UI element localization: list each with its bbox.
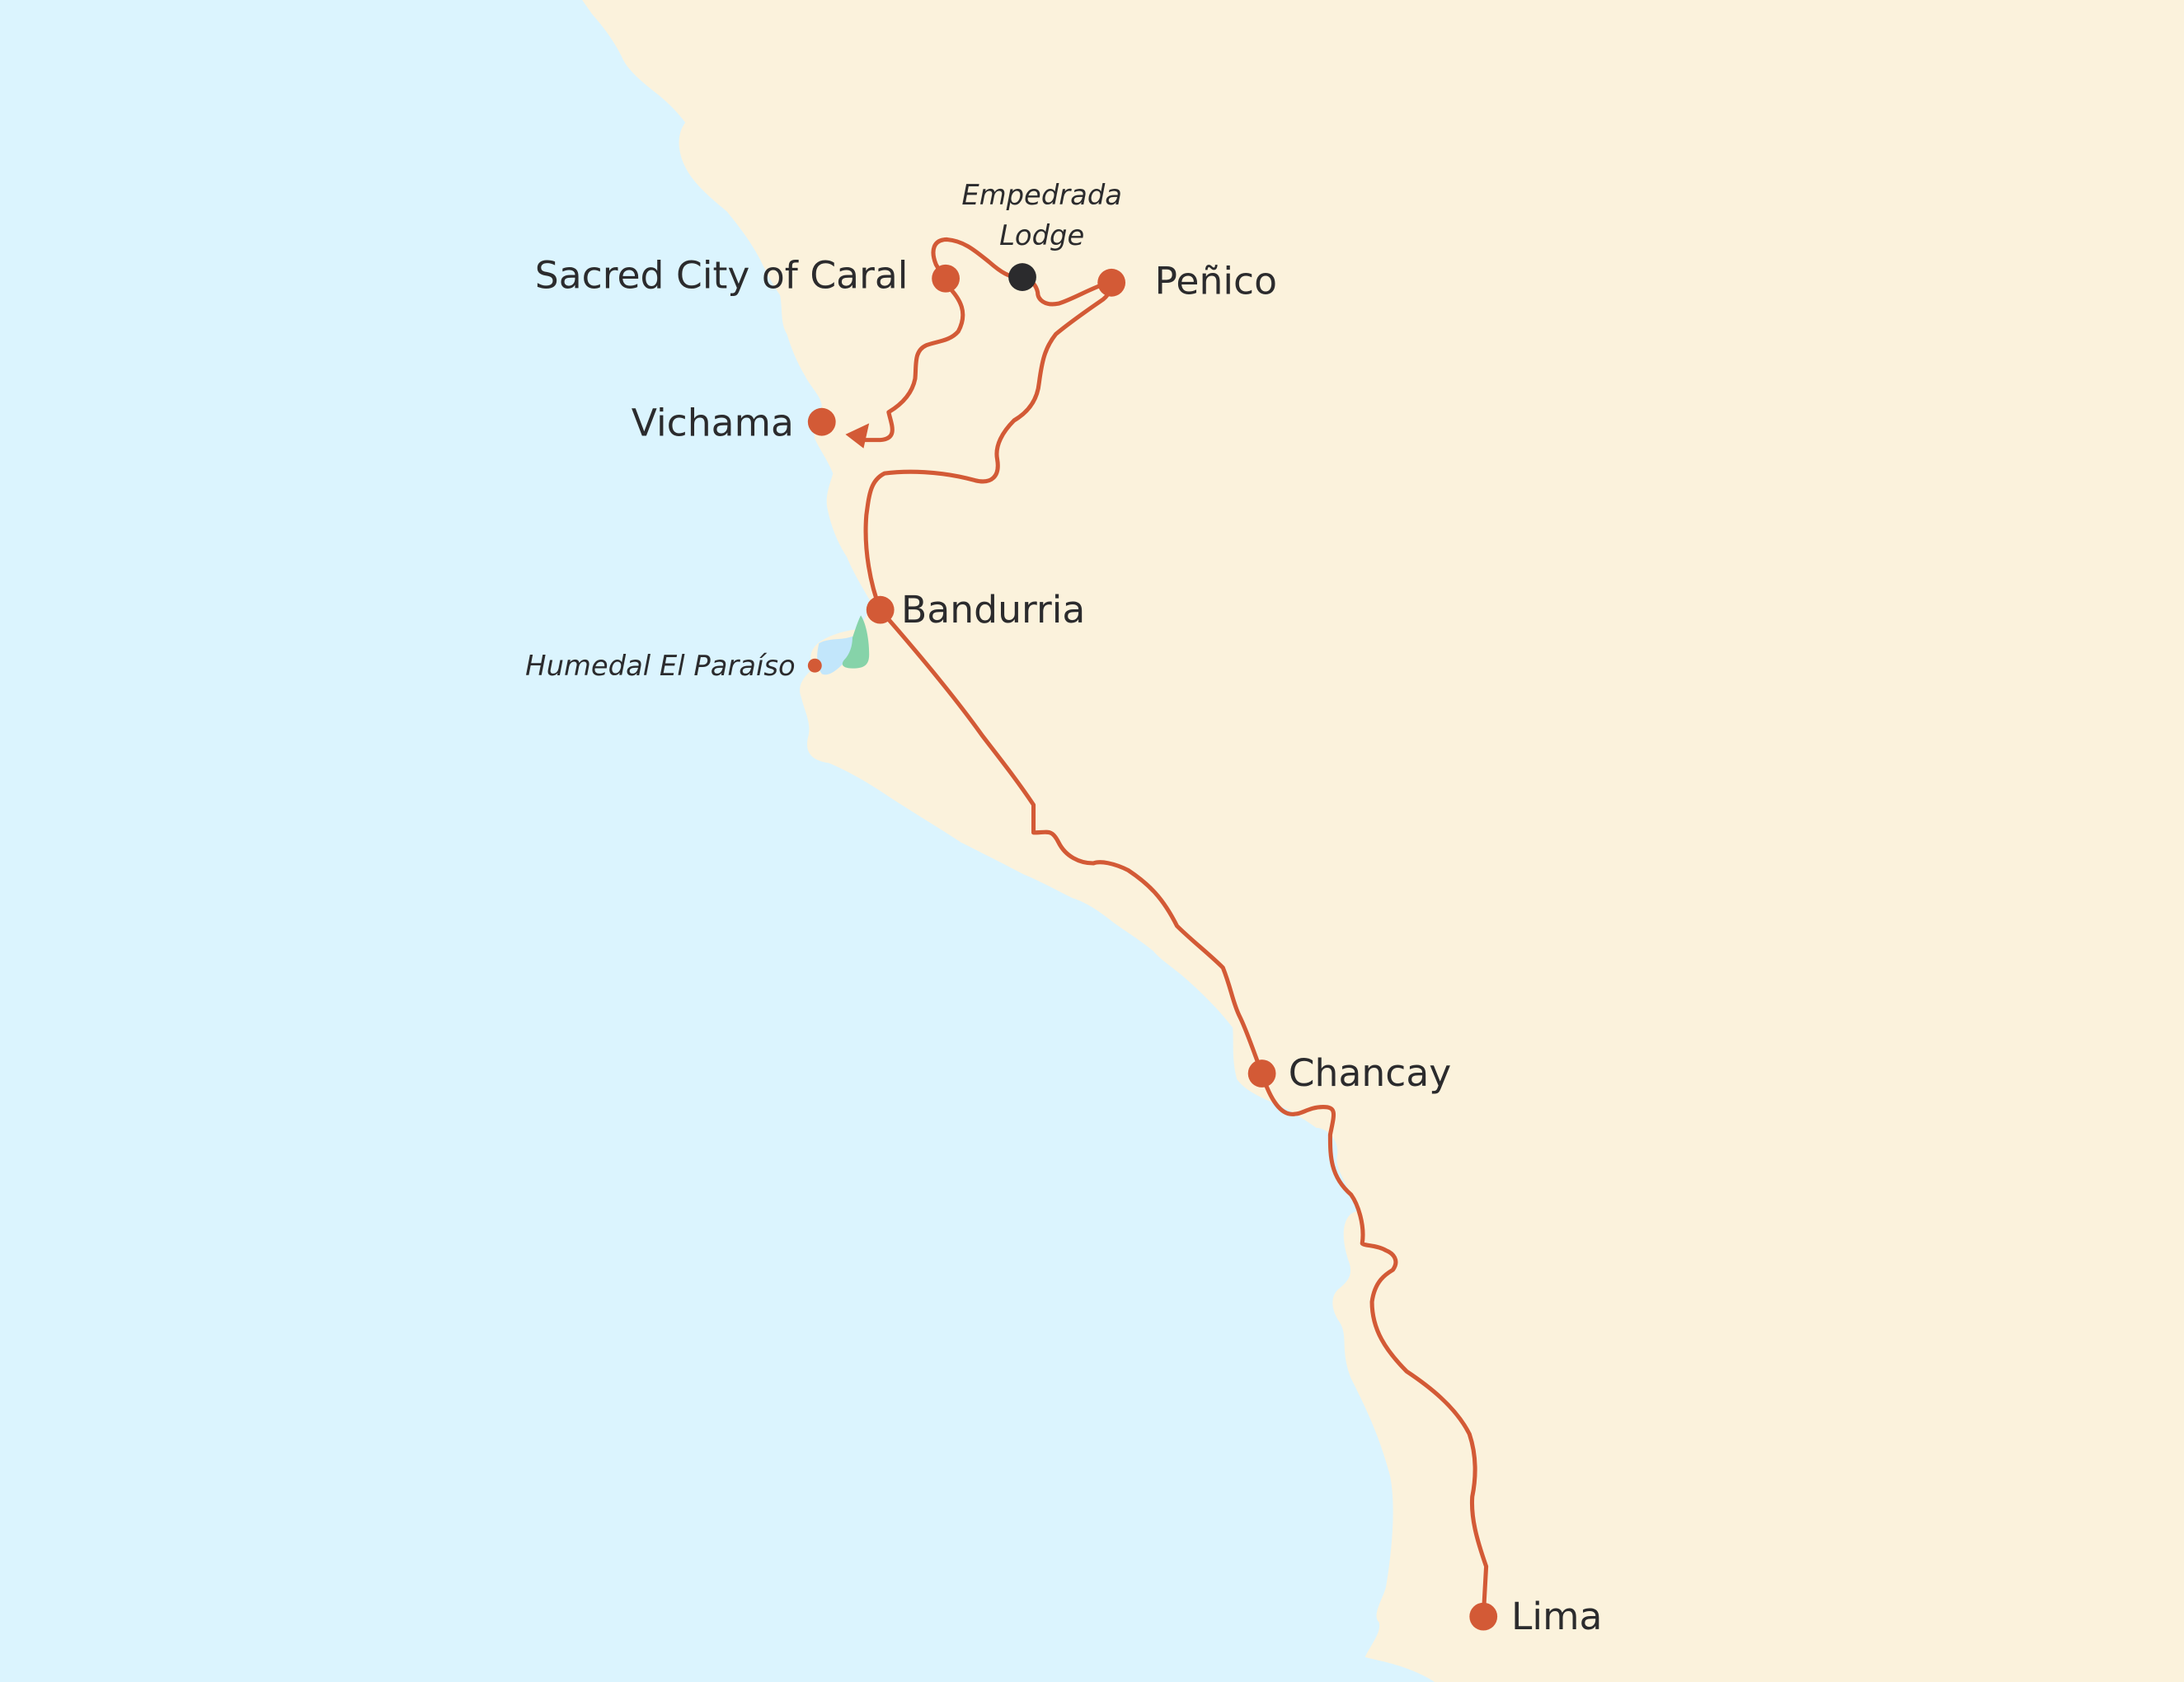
label-chancay: Chancay: [1289, 1051, 1452, 1095]
wetland-vegetation: [842, 615, 870, 669]
label-penico: Peñico: [1155, 259, 1277, 303]
marker-vichama[interactable]: [807, 407, 836, 436]
marker-penico[interactable]: [1097, 268, 1126, 297]
label-bandurria: Bandurria: [901, 588, 1085, 632]
marker-caral[interactable]: [932, 264, 960, 293]
label-caral: Sacred City of Caral: [535, 254, 909, 298]
route-line: [858, 237, 1489, 1619]
label-humedal: Humedal El Paraíso: [525, 650, 795, 682]
land-mass: [582, 0, 2184, 1682]
marker-humedal[interactable]: [807, 658, 822, 673]
wetland-water: [817, 636, 854, 675]
label-lima: Lima: [1511, 1595, 1602, 1638]
marker-empedrada-lodge[interactable]: [1008, 263, 1036, 291]
marker-bandurria[interactable]: [866, 595, 895, 624]
label-empedrada-line1: Empedrada: [961, 179, 1122, 211]
route-arrowhead-icon: [845, 423, 870, 449]
label-vichama: Vichama: [632, 402, 794, 445]
marker-chancay[interactable]: [1247, 1059, 1276, 1088]
marker-lima[interactable]: [1469, 1602, 1498, 1631]
label-empedrada-line2: Lodge: [999, 219, 1084, 251]
